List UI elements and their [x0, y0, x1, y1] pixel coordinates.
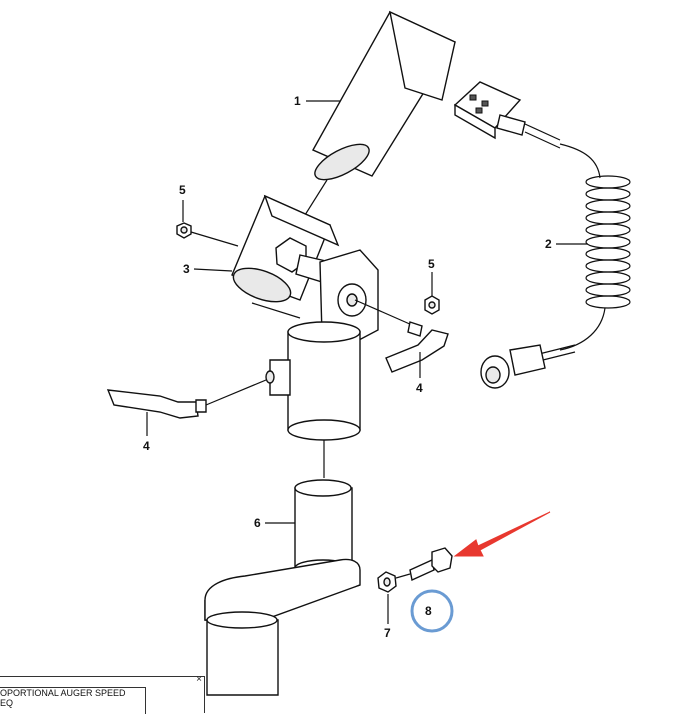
title-block-text: OPORTIONAL AUGER SPEED EQ: [0, 687, 146, 714]
mount-post: [265, 321, 361, 478]
callout-4-right: 4: [416, 381, 423, 395]
part-8-bolt: [395, 547, 453, 582]
callout-6: 6: [254, 516, 261, 530]
callout-1: 1: [294, 94, 301, 108]
part-5-nut-left: [176, 222, 239, 247]
callout-2: 2: [545, 237, 552, 251]
callout-3: 3: [183, 262, 190, 276]
title-block: × OPORTIONAL AUGER SPEED EQ: [0, 674, 205, 714]
part-4-lever-left: [106, 379, 267, 419]
title-line-2: EQ: [0, 698, 14, 708]
part-2-coiled-cable: [453, 81, 631, 389]
leader-lines: [146, 100, 588, 624]
callout-8: 8: [425, 604, 432, 618]
part-4-lever-right: [385, 321, 449, 373]
part-5-nut-right: [424, 295, 440, 315]
close-icon[interactable]: ×: [196, 674, 202, 685]
callout-5-right: 5: [428, 257, 435, 271]
highlight-circle: [410, 589, 454, 633]
title-line-1: OPORTIONAL AUGER SPEED: [0, 688, 126, 698]
red-pointer-arrow: [453, 511, 551, 557]
callout-7: 7: [384, 626, 391, 640]
callout-4-left: 4: [143, 439, 150, 453]
part-1-sensor-housing: [277, 10, 457, 259]
callout-5-left: 5: [179, 183, 186, 197]
part-7-nut: [377, 571, 397, 593]
base-arm: [204, 558, 361, 696]
